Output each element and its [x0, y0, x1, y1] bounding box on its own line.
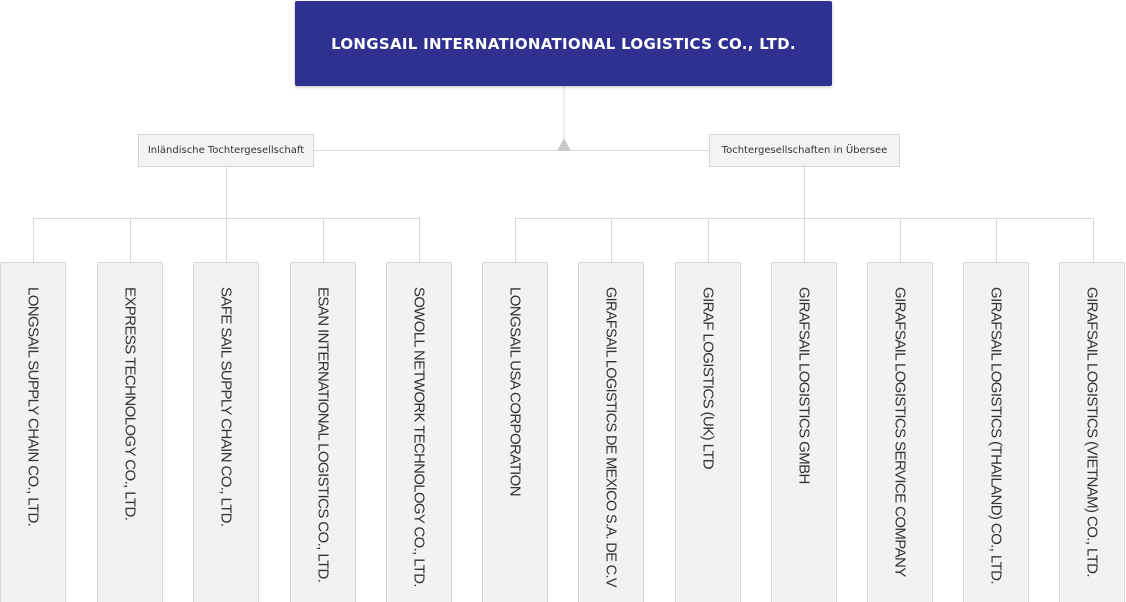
- subsidiary-name: GIRAFSAIL LOGISTICS (VIETNAM) CO., LTD.: [1083, 287, 1101, 577]
- subsidiary-name: SAFE SAIL SUPPLY CHAIN CO., LTD.: [217, 287, 235, 527]
- subsidiary-name: ESAN INTERNATIONAL LOGISTICS CO., LTD.: [314, 287, 332, 583]
- subsidiary-name: LONGSAIL USA CORPORATION: [506, 287, 524, 496]
- branch-overseas-label: Tochtergesellschaften in Übersee: [721, 145, 888, 156]
- subsidiary-box: SAFE SAIL SUPPLY CHAIN CO., LTD.: [193, 262, 259, 602]
- subsidiary-name: GIRAFSAIL LOGISTICS DE MEXICO S.A. DE C.…: [602, 287, 620, 587]
- subsidiary-box: GIRAF LOGISTICS (UK) LTD: [675, 262, 741, 602]
- branch-overseas-box: Tochtergesellschaften in Übersee: [709, 134, 900, 167]
- subsidiary-name: LONGSAIL SUPPLY CHAIN CO., LTD.: [24, 287, 42, 527]
- subsidiary-name: GIRAF LOGISTICS (UK) LTD: [699, 287, 717, 470]
- subsidiary-name: GIRAFSAIL LOGISTICS SERVICE COMPANY: [891, 287, 909, 577]
- subsidiary-name: GIRAFSAIL LOGISTICS GMBH: [795, 287, 813, 484]
- subsidiary-box: SOWOLL NETWORK TECHNOLOGY CO., LTD.: [386, 262, 452, 602]
- subsidiary-name: SOWOLL NETWORK TECHNOLOGY CO., LTD.: [410, 287, 428, 587]
- triangle-marker-icon: [557, 138, 571, 151]
- subsidiary-box: ESAN INTERNATIONAL LOGISTICS CO., LTD.: [290, 262, 356, 602]
- branch-domestic-label: Inländische Tochtergesellschaft: [147, 145, 305, 156]
- subsidiary-name: EXPRESS TECHNOLOGY CO., LTD.: [121, 287, 139, 521]
- subsidiary-box: GIRAFSAIL LOGISTICS GMBH: [771, 262, 837, 602]
- subsidiary-box: EXPRESS TECHNOLOGY CO., LTD.: [97, 262, 163, 602]
- subsidiary-box: GIRAFSAIL LOGISTICS (THAILAND) CO., LTD.: [963, 262, 1029, 602]
- root-company-title: LONGSAIL INTERNATIONATIONAL LOGISTICS CO…: [331, 34, 796, 53]
- subsidiary-box: LONGSAIL SUPPLY CHAIN CO., LTD.: [0, 262, 66, 602]
- subsidiary-box: GIRAFSAIL LOGISTICS SERVICE COMPANY: [867, 262, 933, 602]
- subsidiary-box: GIRAFSAIL LOGISTICS (VIETNAM) CO., LTD.: [1059, 262, 1125, 602]
- branch-domestic-box: Inländische Tochtergesellschaft: [138, 134, 314, 167]
- subsidiary-box: GIRAFSAIL LOGISTICS DE MEXICO S.A. DE C.…: [578, 262, 644, 602]
- subsidiary-box: LONGSAIL USA CORPORATION: [482, 262, 548, 602]
- root-company-box: LONGSAIL INTERNATIONATIONAL LOGISTICS CO…: [295, 1, 832, 86]
- subsidiary-name: GIRAFSAIL LOGISTICS (THAILAND) CO., LTD.: [987, 287, 1005, 584]
